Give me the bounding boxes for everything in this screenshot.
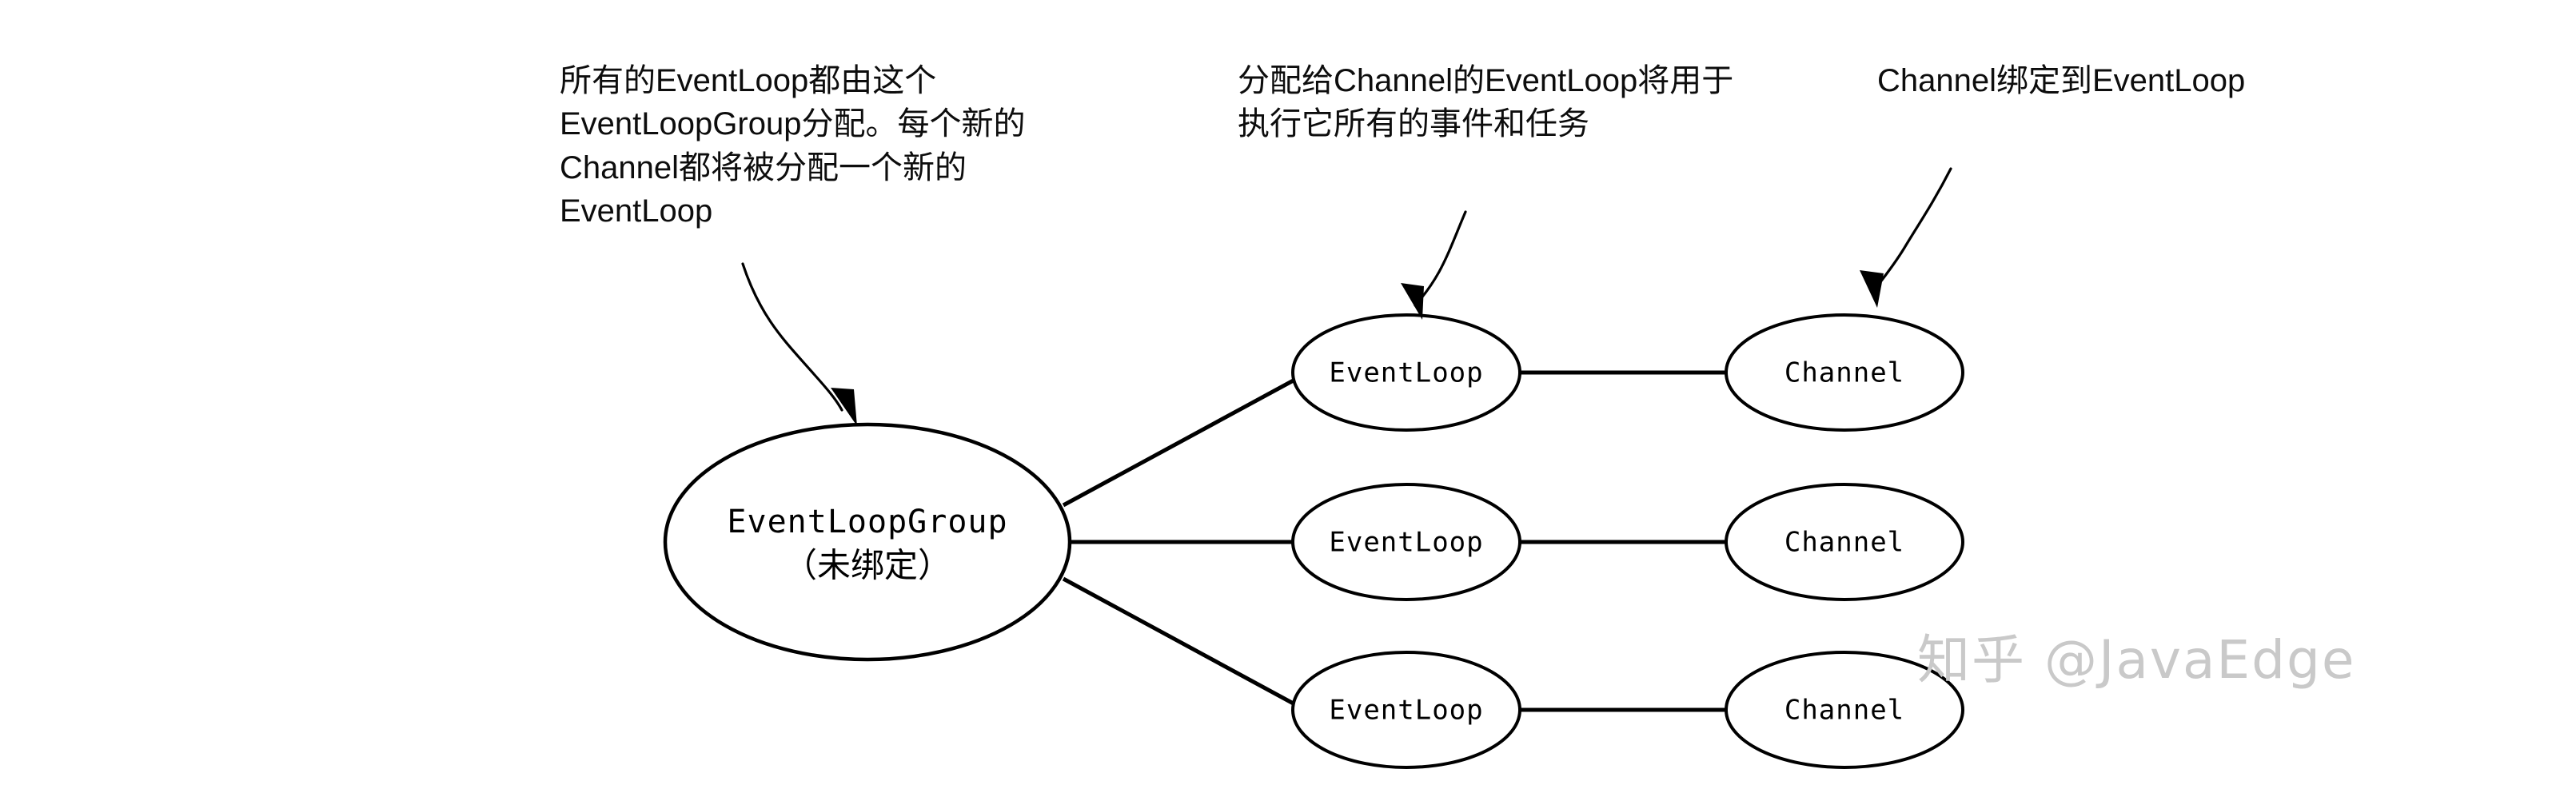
- annotation-pointer-2: [1401, 210, 1467, 320]
- connector-group-to-eventloop-3: [1062, 576, 1301, 709]
- node-eventloop-1[interactable]: EventLoop: [1291, 313, 1521, 432]
- eventloop-2-label: EventLoop: [1329, 527, 1483, 559]
- channel-1-ellipse[interactable]: [1725, 313, 1964, 432]
- channel-2-ellipse[interactable]: [1725, 483, 1964, 601]
- annotation-pointer-3-arrowhead: [1860, 270, 1884, 308]
- eventloop-3-ellipse[interactable]: [1291, 651, 1521, 769]
- annotation-text-channel: Channel绑定到EventLoop: [1877, 63, 2246, 98]
- eventloop-3-label: EventLoop: [1329, 695, 1483, 727]
- eventloopgroup-sublabel: （未绑定）: [784, 546, 951, 585]
- node-channel-2[interactable]: Channel: [1725, 483, 1964, 601]
- annotation-pointer-1-arrowhead: [831, 388, 857, 426]
- eventloop-1-label: EventLoop: [1329, 357, 1483, 389]
- channel-3-ellipse[interactable]: [1725, 651, 1964, 769]
- node-eventloop-3[interactable]: EventLoop: [1291, 651, 1521, 769]
- annotation-pointer-1-curve: [741, 262, 843, 412]
- watermark: 知乎 @JavaEdge: [1917, 629, 2356, 691]
- annotation-pointer-3-curve: [1872, 167, 1952, 292]
- node-channel-1[interactable]: Channel: [1725, 313, 1964, 432]
- eventloop-2-ellipse[interactable]: [1291, 483, 1521, 601]
- channel-1-label: Channel: [1784, 357, 1904, 389]
- annotation-pointer-1: [741, 262, 857, 426]
- node-channel-3[interactable]: Channel: [1725, 651, 1964, 769]
- eventloopgroup-ellipse[interactable]: [663, 422, 1072, 662]
- group-to-eventloop-connectors: [1062, 375, 1301, 709]
- eventloop-1-ellipse[interactable]: [1291, 313, 1521, 432]
- channel-2-label: Channel: [1784, 527, 1904, 559]
- annotation-pointer-2-arrowhead: [1401, 283, 1424, 320]
- annotation-text-eventloopgroup: 所有的EventLoop都由这个EventLoopGroup分配。每个新的Cha…: [560, 63, 1026, 229]
- annotation-pointer-3: [1860, 167, 1952, 308]
- channel-3-label: Channel: [1784, 695, 1904, 727]
- node-eventloop-2[interactable]: EventLoop: [1291, 483, 1521, 601]
- eventloop-to-channel-connectors: [1519, 370, 1727, 712]
- connector-group-to-eventloop-1: [1062, 375, 1301, 508]
- annotation-text-eventloop: 分配给Channel的EventLoop将用于执行它所有的事件和任务: [1238, 63, 1734, 142]
- eventloopgroup-label: EventLoopGroup: [727, 504, 1007, 540]
- node-eventloopgroup[interactable]: EventLoopGroup （未绑定）: [663, 422, 1072, 662]
